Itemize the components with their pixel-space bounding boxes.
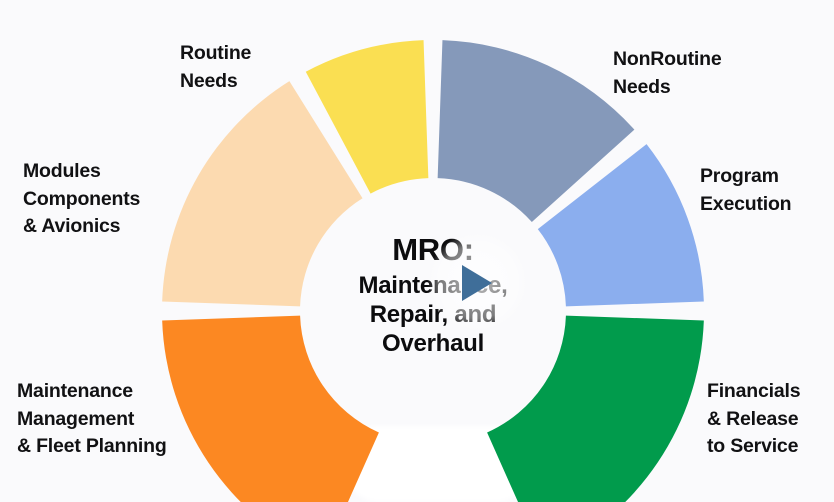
segment-label-program-execution: Program Execution (700, 165, 792, 215)
donut-segment-routine-needs[interactable] (305, 40, 429, 194)
donut-segment-program-execution[interactable] (537, 144, 704, 307)
donut-segment-nonroutine-needs[interactable] (437, 40, 635, 223)
donut-segment-modules-components-avionics[interactable] (162, 81, 363, 307)
segment-label-routine-needs: Routine Needs (180, 42, 252, 92)
segment-label-financials-release-to-service: Financials & Release to Service (707, 380, 801, 458)
donut-segment-financials-release-to-service[interactable] (487, 315, 704, 502)
segment-label-nonroutine-needs: NonRoutine Needs (613, 48, 722, 98)
donut-segment-maintenance-management-fleet-planning[interactable] (162, 315, 379, 502)
play-icon (462, 265, 492, 301)
play-button[interactable] (428, 232, 528, 332)
segment-label-maintenance-management-fleet-planning: Maintenance Management & Fleet Planning (17, 380, 167, 458)
segment-label-modules-components-avionics: Modules Components & Avionics (23, 160, 141, 238)
